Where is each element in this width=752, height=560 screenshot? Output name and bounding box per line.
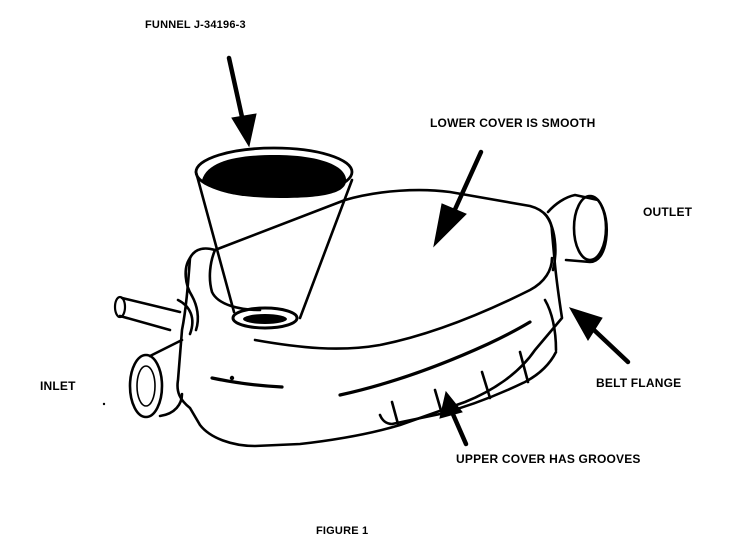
upper-cover-arrow-shaft (449, 409, 469, 447)
outlet-tube (546, 193, 609, 264)
tank-front-ridge (253, 256, 554, 350)
funnel-label: FUNNEL J-34196-3 (145, 19, 246, 31)
side-tube-end (113, 295, 127, 319)
funnel-arrow-head (231, 113, 257, 148)
tank-lower-crease (338, 320, 532, 397)
funnel-arrow-shaft (226, 55, 247, 129)
lower-cover-arrow-shaft (449, 149, 484, 219)
inlet-label: INLET (40, 379, 76, 393)
scan-dot (102, 402, 106, 406)
groove-flange (378, 350, 558, 426)
lower-cover-arrow-head (433, 203, 467, 248)
inlet-inner (136, 365, 156, 407)
belt-flange-arrow-head (568, 307, 603, 341)
lower-cover-label: LOWER COVER IS SMOOTH (430, 116, 596, 130)
side-tube-base (176, 298, 194, 336)
groove-1 (390, 400, 400, 426)
groove-2 (433, 388, 444, 416)
belt-flange-arrow-shaft (591, 327, 631, 365)
outlet-base-ring (543, 212, 557, 272)
upper-cover-arrow-head (439, 390, 463, 419)
funnel-neck (231, 306, 299, 330)
funnel-cone (194, 170, 354, 320)
outlet-opening (572, 194, 608, 262)
tank-inner-crease (210, 376, 284, 389)
tank-body (176, 188, 564, 448)
belt-flange-label: BELT FLANGE (596, 376, 682, 390)
tank-top-edge (208, 248, 262, 312)
outlet-label: OUTLET (643, 205, 693, 219)
funnel-fluid (202, 155, 347, 198)
funnel-neck-dark (243, 314, 287, 324)
groove-3 (480, 370, 492, 400)
figure-caption: FIGURE 1 (316, 525, 369, 537)
inlet-opening (128, 353, 164, 419)
side-tube (118, 296, 182, 332)
belt-flange-ridge (543, 298, 558, 352)
inlet-tube (148, 338, 184, 418)
groove-4 (518, 350, 530, 384)
upper-cover-label: UPPER COVER HAS GROOVES (456, 452, 641, 466)
tank-step-contour (184, 256, 200, 332)
body-dot (229, 375, 235, 381)
